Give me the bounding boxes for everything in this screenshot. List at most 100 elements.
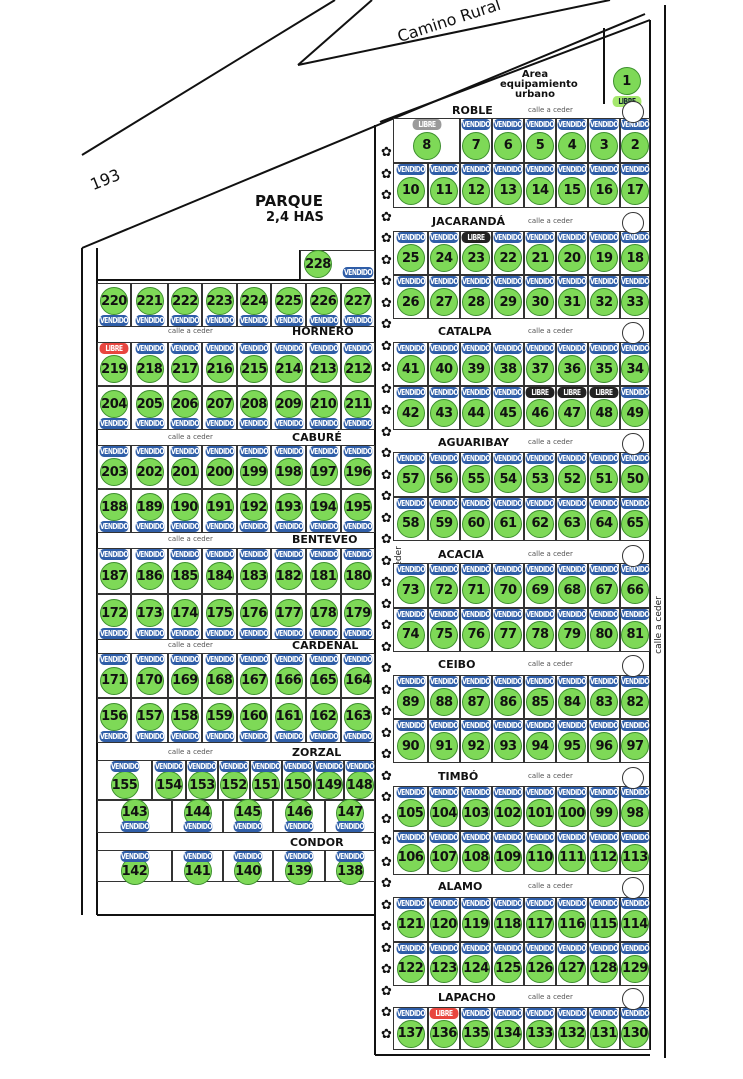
lot-number[interactable]: 16 <box>590 176 618 205</box>
lot-number[interactable]: 179 <box>344 599 372 627</box>
lot-number[interactable]: 53 <box>526 465 554 494</box>
lot-number[interactable]: 174 <box>171 599 199 627</box>
lot-number[interactable]: 18 <box>621 244 649 272</box>
lot-number[interactable]: 132 <box>558 1019 586 1048</box>
lot-number[interactable]: 102 <box>494 799 522 828</box>
lot-number[interactable]: 92 <box>462 732 490 760</box>
lot-number[interactable]: 189 <box>135 493 164 521</box>
lot-number[interactable]: 224 <box>240 287 268 315</box>
lot-number[interactable]: 124 <box>462 954 490 983</box>
lot-number[interactable]: 49 <box>621 399 649 427</box>
lot-number[interactable]: 96 <box>590 732 618 760</box>
lot-number[interactable]: 227 <box>344 287 372 315</box>
lot-number[interactable]: 45 <box>494 399 522 427</box>
lot-number[interactable]: 135 <box>462 1019 490 1048</box>
lot-number[interactable]: 195 <box>344 493 372 521</box>
lot-number[interactable]: 11 <box>430 176 458 205</box>
lot-number[interactable]: 40 <box>430 355 458 383</box>
lot-number[interactable]: 170 <box>135 666 164 695</box>
lot-number[interactable]: 8 <box>412 131 441 160</box>
lot-number[interactable]: 207 <box>205 390 234 418</box>
lot-number[interactable]: 150 <box>284 771 312 799</box>
lot-number[interactable]: 54 <box>494 465 522 494</box>
lot-number[interactable]: 5 <box>526 131 554 160</box>
lot-number[interactable]: 90 <box>396 732 425 760</box>
lot-number[interactable]: 220 <box>100 287 128 315</box>
lot-number[interactable]: 177 <box>274 599 303 627</box>
lot-number[interactable]: 51 <box>590 465 618 494</box>
lot-number[interactable]: 197 <box>309 458 338 486</box>
lot-number[interactable]: 178 <box>309 599 338 627</box>
lot-number[interactable]: 95 <box>558 732 586 760</box>
lot-number[interactable]: 112 <box>590 843 618 872</box>
lot-number[interactable]: 105 <box>396 799 425 828</box>
lot-number[interactable]: 118 <box>494 910 522 939</box>
lot-number[interactable]: 91 <box>430 732 458 760</box>
lot-number[interactable]: 184 <box>205 562 234 590</box>
lot-number[interactable]: 93 <box>494 732 522 760</box>
lot-number[interactable]: 13 <box>494 176 522 205</box>
lot-number[interactable]: 98 <box>621 799 649 828</box>
lot-number[interactable]: 128 <box>590 954 618 983</box>
lot-number[interactable]: 42 <box>396 399 425 427</box>
lot-number[interactable]: 27 <box>430 288 458 316</box>
lot-number[interactable]: 55 <box>462 465 490 494</box>
lot-number[interactable]: 126 <box>526 954 554 983</box>
lot-number[interactable]: 76 <box>462 620 490 649</box>
lot-number[interactable]: 82 <box>621 688 649 716</box>
lot-number[interactable]: 29 <box>494 288 522 316</box>
lot-number[interactable]: 228 <box>304 250 332 278</box>
lot-number[interactable]: 66 <box>621 576 649 605</box>
lot-number[interactable]: 194 <box>309 493 338 521</box>
lot-number[interactable]: 103 <box>462 799 490 828</box>
lot-number[interactable]: 180 <box>344 562 372 590</box>
lot-number[interactable]: 214 <box>274 355 303 383</box>
lot-number[interactable]: 25 <box>396 244 425 272</box>
lot-number[interactable]: 24 <box>430 244 458 272</box>
lot-number[interactable]: 166 <box>274 666 303 695</box>
lot-number[interactable]: 134 <box>494 1019 522 1048</box>
lot-number[interactable]: 106 <box>396 843 425 872</box>
lot-number[interactable]: 107 <box>430 843 458 872</box>
lot-number[interactable]: 114 <box>621 910 649 939</box>
lot-number[interactable]: 160 <box>240 702 268 731</box>
lot-number[interactable]: 151 <box>252 771 280 799</box>
lot-number[interactable]: 14 <box>526 176 554 205</box>
lot-number[interactable]: 119 <box>462 910 490 939</box>
lot-number[interactable]: 19 <box>590 244 618 272</box>
lot-number[interactable]: 68 <box>558 576 586 605</box>
lot-number[interactable]: 190 <box>171 493 199 521</box>
lot-number[interactable]: 20 <box>558 244 586 272</box>
lot-number[interactable]: 182 <box>274 562 303 590</box>
lot-number[interactable]: 33 <box>621 288 649 316</box>
lot-number[interactable]: 81 <box>621 620 649 649</box>
lot-number[interactable]: 218 <box>135 355 164 383</box>
lot-number[interactable]: 7 <box>462 131 490 160</box>
lot-number[interactable]: 48 <box>590 399 618 427</box>
lot-number[interactable]: 80 <box>590 620 618 649</box>
lot-number[interactable]: 210 <box>309 390 338 418</box>
lot-number[interactable]: 152 <box>220 771 248 799</box>
lot-number[interactable]: 208 <box>240 390 268 418</box>
lot-number[interactable]: 192 <box>240 493 268 521</box>
lot-number[interactable]: 125 <box>494 954 522 983</box>
lot-number[interactable]: 63 <box>558 509 586 538</box>
lot-number[interactable]: 161 <box>274 702 303 731</box>
lot-number[interactable]: 129 <box>621 954 649 983</box>
lot-number[interactable]: 83 <box>590 688 618 716</box>
lot-number[interactable]: 120 <box>430 910 458 939</box>
lot-number[interactable]: 100 <box>558 799 586 828</box>
lot-number[interactable]: 74 <box>396 620 425 649</box>
lot-number[interactable]: 70 <box>494 576 522 605</box>
lot-number[interactable]: 50 <box>621 465 649 494</box>
lot-number[interactable]: 168 <box>205 666 234 695</box>
lot-number[interactable]: 149 <box>315 771 343 799</box>
lot-number[interactable]: 196 <box>344 458 372 486</box>
lot-number[interactable]: 31 <box>558 288 586 316</box>
lot-number[interactable]: 75 <box>430 620 458 649</box>
lot-number[interactable]: 198 <box>274 458 303 486</box>
lot-number[interactable]: 217 <box>171 355 199 383</box>
lot-number[interactable]: 200 <box>205 458 234 486</box>
lot-number[interactable]: 203 <box>100 458 128 486</box>
lot-number[interactable]: 43 <box>430 399 458 427</box>
